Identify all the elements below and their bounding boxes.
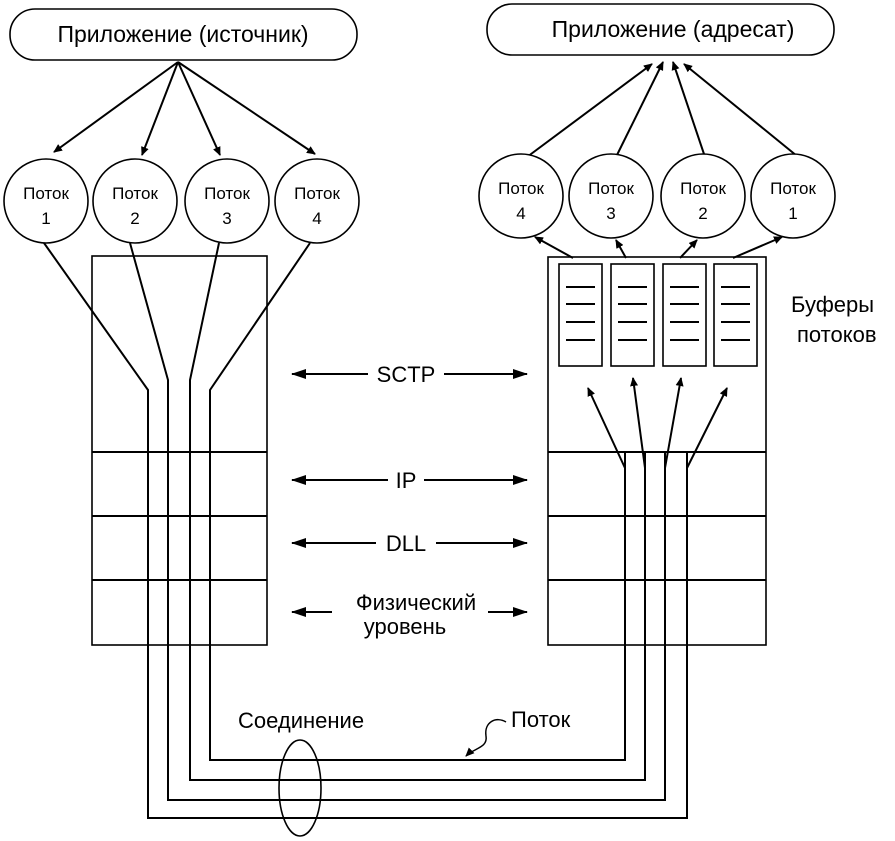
- physical-label-line2: уровень: [364, 614, 447, 639]
- destination-stream-3: Поток 3: [568, 153, 654, 239]
- source-application: Приложение (источник): [9, 8, 358, 61]
- source-stream-lines: [43, 242, 311, 452]
- destination-stream-3-label: Поток: [588, 179, 634, 198]
- sctp-label: SCTP: [377, 362, 436, 387]
- source-stream-2: Поток 2: [92, 158, 178, 244]
- destination-stream-1-number: 1: [788, 204, 797, 223]
- source-stream-3-label: Поток: [204, 184, 250, 203]
- stream-label: Поток: [511, 707, 571, 732]
- destination-stream-3-number: 3: [606, 204, 615, 223]
- dll-label: DLL: [386, 531, 426, 556]
- destination-stream-1: Поток 1: [750, 153, 836, 239]
- destination-stream-4-label: Поток: [498, 179, 544, 198]
- source-stream-3-number: 3: [222, 209, 231, 228]
- stream-buffers: [558, 263, 758, 367]
- source-stream-4-number: 4: [312, 209, 321, 228]
- source-protocol-stack: [91, 255, 268, 646]
- connection-ellipse: [278, 739, 322, 837]
- sctp-peer-arrow: SCTP: [291, 362, 528, 387]
- destination-application: Приложение (адресат): [486, 3, 835, 56]
- stream-buffer-3: [610, 263, 655, 367]
- connection-label: Соединение: [238, 708, 364, 733]
- destination-stream-2-number: 2: [698, 204, 707, 223]
- stream-buffer-4: [558, 263, 603, 367]
- destination-stream-1-label: Поток: [770, 179, 816, 198]
- destination-fanin-arrows: [526, 61, 798, 158]
- ip-peer-arrow: IP: [291, 468, 528, 493]
- source-fanout-arrows: [53, 61, 316, 156]
- buffers-label-line2: потоков: [797, 322, 877, 347]
- source-stream-3: Поток 3: [184, 158, 270, 244]
- source-stream-2-label: Поток: [112, 184, 158, 203]
- dll-peer-arrow: DLL: [291, 531, 528, 556]
- source-stream-1-number: 1: [41, 209, 50, 228]
- physical-label-line1: Физический: [356, 590, 476, 615]
- destination-stream-4-number: 4: [516, 204, 525, 223]
- buffers-label-line1: Буферы: [791, 292, 874, 317]
- physical-peer-arrow: Физический уровень: [291, 590, 528, 639]
- destination-stream-4: Поток 4: [478, 153, 564, 239]
- stream-pointer: [465, 718, 507, 757]
- destination-application-label: Приложение (адресат): [552, 16, 795, 42]
- source-stream-2-number: 2: [130, 209, 139, 228]
- destination-stream-2: Поток 2: [660, 153, 746, 239]
- source-stream-4-label: Поток: [294, 184, 340, 203]
- buffer-to-stream-arrows: [534, 236, 783, 259]
- source-stream-4: Поток 4: [274, 158, 360, 244]
- source-stream-1: Поток 1: [3, 158, 89, 244]
- destination-stream-2-label: Поток: [680, 179, 726, 198]
- source-application-label: Приложение (источник): [57, 21, 308, 47]
- source-stream-1-label: Поток: [23, 184, 69, 203]
- stream-buffer-2: [662, 263, 707, 367]
- stream-buffer-1: [713, 263, 758, 367]
- connection-lines: [147, 452, 688, 819]
- ip-label: IP: [396, 468, 417, 493]
